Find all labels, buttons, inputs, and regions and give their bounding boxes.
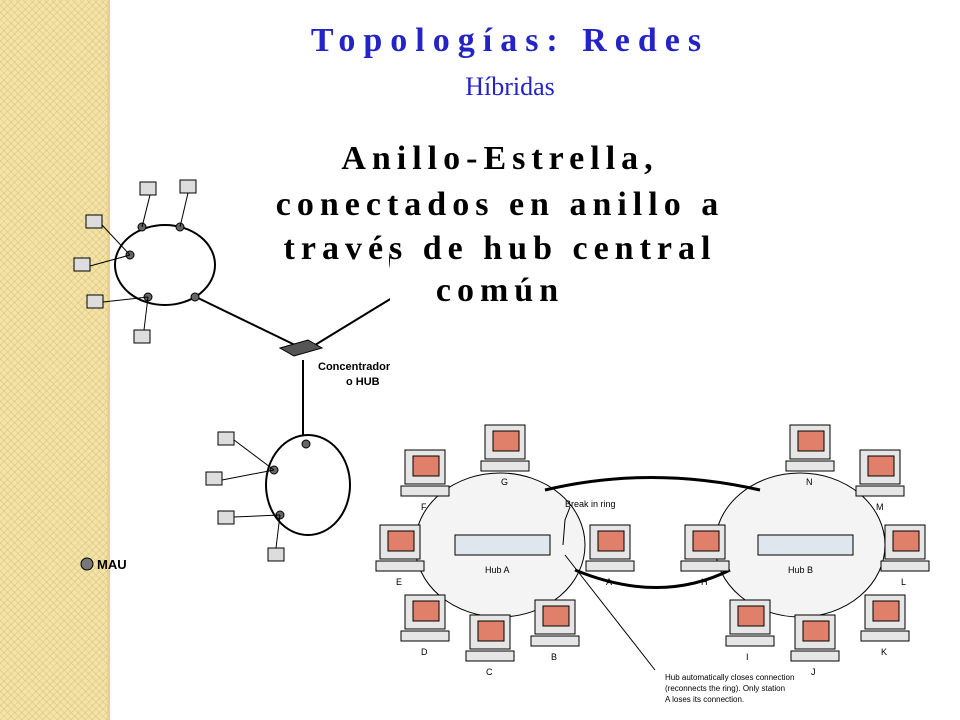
station-label: G (501, 477, 508, 487)
workstation-d: D (400, 594, 450, 657)
hub-b-device (757, 534, 854, 556)
station-label: D (421, 647, 428, 657)
ring-link-bottom (574, 568, 731, 589)
workstation-k: K (860, 594, 910, 657)
slide-title-line2: Híbridas (465, 72, 555, 101)
ring-3 (265, 434, 351, 536)
station-label: K (881, 647, 887, 657)
workstation-a: A (585, 524, 635, 587)
hub-b-label: Hub B (788, 565, 813, 575)
monitor-screen (412, 600, 440, 622)
link-ring1-hub (197, 297, 296, 346)
monitor-screen (872, 600, 900, 622)
workstation-icon (217, 431, 235, 446)
station-label: I (746, 652, 749, 662)
body-line-4: común (435, 272, 565, 309)
workstation-i: I (725, 599, 775, 662)
station-label: N (806, 477, 813, 487)
monitor-screen (412, 455, 440, 477)
link-ring2-hub (314, 297, 390, 346)
station-label: H (701, 577, 708, 587)
monitor-screen (477, 620, 505, 642)
workstation-m: M (855, 449, 905, 512)
station-label: B (551, 652, 557, 662)
central-hub (278, 339, 324, 357)
workstation-f: F (400, 449, 450, 512)
workstation-e: E (375, 524, 425, 587)
monitor-screen (867, 455, 895, 477)
decorative-side-stripe (0, 0, 107, 720)
workstation-icon (85, 214, 103, 229)
workstation-g: G (480, 424, 530, 487)
station-label: L (901, 577, 906, 587)
body-line-1: Anillo-Estrella, (341, 140, 659, 177)
workstation-icon (267, 547, 285, 562)
note-line3: A loses its connection. (665, 695, 744, 704)
mau-node (190, 292, 200, 302)
workstation-icon (73, 257, 91, 272)
ring-1 (114, 224, 216, 306)
body-line-2: conectados en anillo a (275, 186, 725, 223)
hub-a-device (454, 534, 551, 556)
hub-label-line2: o HUB (346, 376, 380, 388)
mau-legend-label: MAU (97, 557, 127, 572)
workstation-j: J (790, 614, 840, 677)
hub-ring-diagram: Hub A Hub B Break in ring Hub automatica… (375, 424, 930, 704)
station-label: M (876, 502, 884, 512)
workstation-n: N (785, 424, 835, 487)
break-label: Break in ring (565, 499, 616, 509)
workstation-icon (86, 294, 104, 309)
note-line1: Hub automatically closes connection (665, 673, 794, 682)
workstation-icon (139, 181, 157, 196)
workstation-h: H (680, 524, 730, 587)
monitor-screen (737, 605, 765, 627)
monitor-screen (387, 530, 415, 552)
workstation-c: C (465, 614, 515, 677)
note-line2: (reconnects the ring). Only station (665, 684, 785, 693)
body-line-3: través de hub central (283, 230, 717, 267)
monitor-screen (892, 530, 920, 552)
workstation-icon (133, 329, 151, 344)
workstation-l: L (880, 524, 930, 587)
stations: A B C D E F G H I J K L M N (375, 424, 930, 677)
station-label: J (811, 667, 816, 677)
monitor-screen (492, 430, 520, 452)
mau-legend-icon (80, 557, 94, 571)
station-label: E (396, 577, 402, 587)
monitor-screen (797, 430, 825, 452)
monitor-screen (542, 605, 570, 627)
station-label: C (486, 667, 493, 677)
workstation-icon (205, 471, 223, 486)
monitor-screen (692, 530, 720, 552)
workstation-icon (217, 510, 235, 525)
monitor-screen (802, 620, 830, 642)
station-label: F (421, 502, 427, 512)
ring-star-diagram: Concentrador o HUB MAU (73, 179, 390, 572)
monitor-screen (597, 530, 625, 552)
hub-label-line1: Concentrador (318, 361, 390, 373)
left-workstations (73, 179, 285, 562)
stripe-edge (107, 0, 110, 720)
workstation-b: B (530, 599, 580, 662)
mau-node (301, 439, 311, 449)
ring-link-top (544, 476, 761, 492)
station-label: A (606, 577, 612, 587)
hub-a-label: Hub A (485, 565, 510, 575)
slide-title-line1: Topologías: Redes (310, 22, 710, 59)
